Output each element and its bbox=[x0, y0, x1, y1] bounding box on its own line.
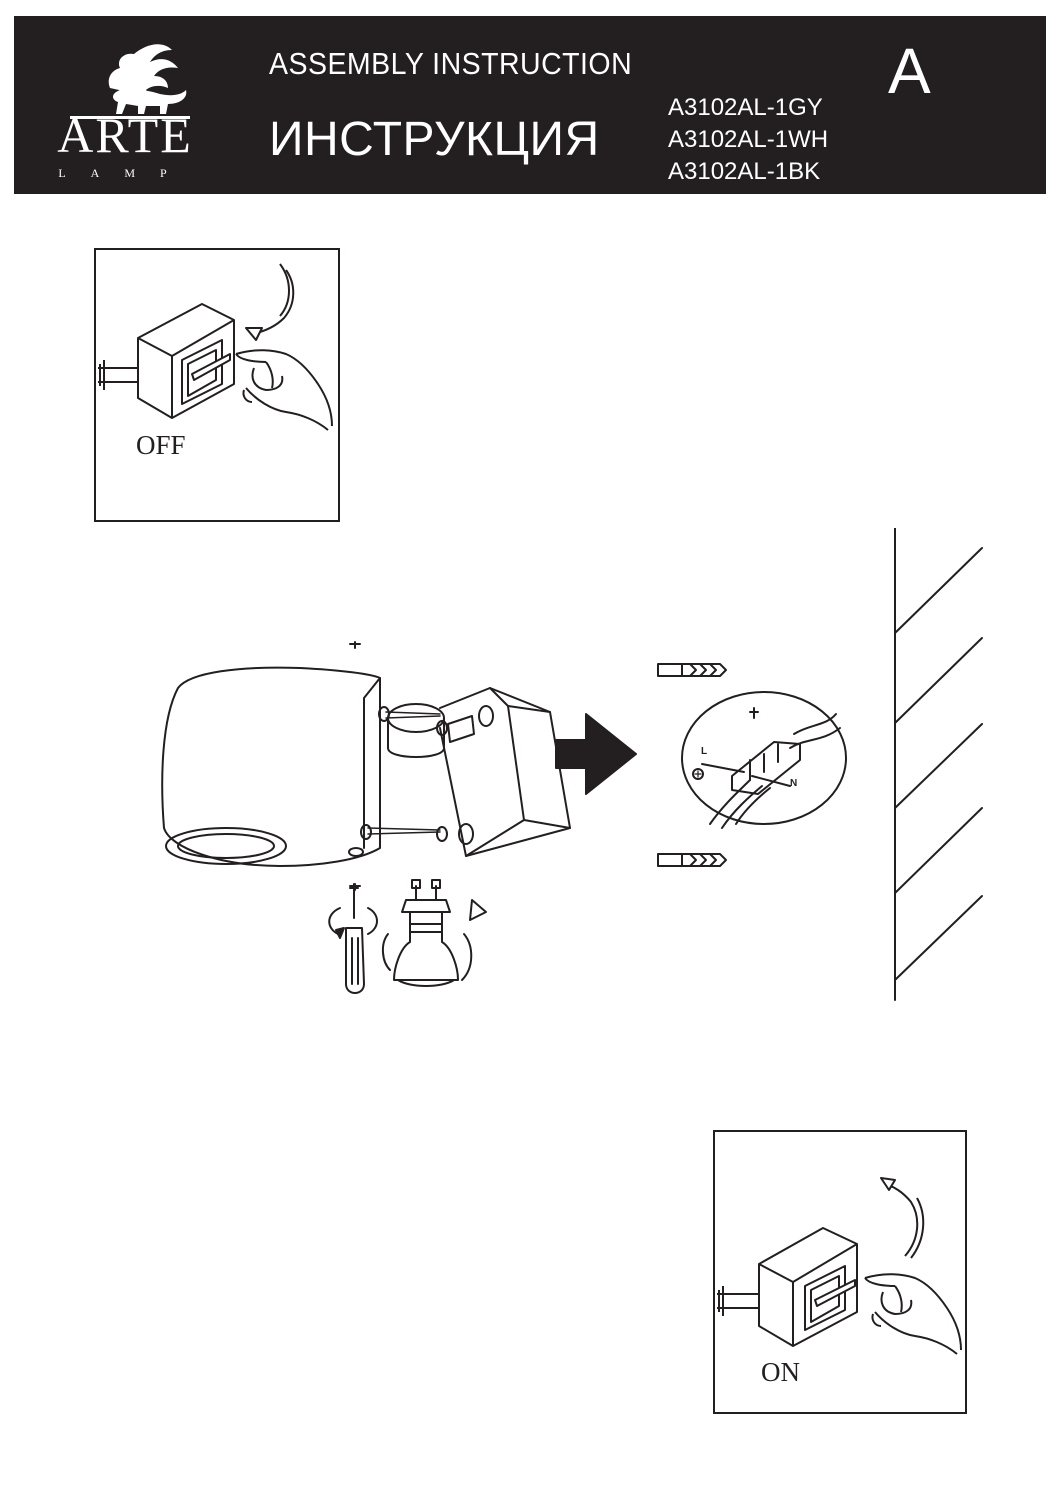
brand-name: ARTE bbox=[57, 107, 193, 163]
model-number: A3102AL-1GY bbox=[668, 94, 823, 121]
mounting-illustration bbox=[161, 528, 983, 1001]
step-switch-off-panel: OFF bbox=[94, 248, 340, 522]
live-wire-label: L bbox=[701, 746, 708, 757]
switch-on-label: ON bbox=[761, 1357, 800, 1387]
mounting-diagram: L N bbox=[150, 528, 1000, 1008]
title-english: ASSEMBLY INSTRUCTION bbox=[269, 46, 633, 81]
neutral-wire-label: N bbox=[790, 778, 798, 789]
variant-letter: A bbox=[888, 35, 931, 107]
brand-subtitle: LAMP bbox=[58, 166, 192, 180]
header-banner: ARTE LAMP ASSEMBLY INSTRUCTION ИНСТРУКЦИ… bbox=[14, 16, 1046, 194]
model-list: A3102AL-1GY A3102AL-1WH A3102AL-1BK bbox=[668, 92, 828, 188]
switch-off-illustration bbox=[98, 263, 333, 431]
switch-off-label: OFF bbox=[136, 430, 186, 460]
griffin-logo-icon bbox=[70, 44, 190, 119]
title-russian: ИНСТРУКЦИЯ bbox=[269, 113, 600, 166]
step-switch-on-panel: ON bbox=[713, 1130, 967, 1414]
model-number: A3102AL-1BK bbox=[668, 158, 821, 185]
model-number: A3102AL-1WH bbox=[668, 126, 829, 153]
switch-on-illustration bbox=[717, 1177, 962, 1355]
